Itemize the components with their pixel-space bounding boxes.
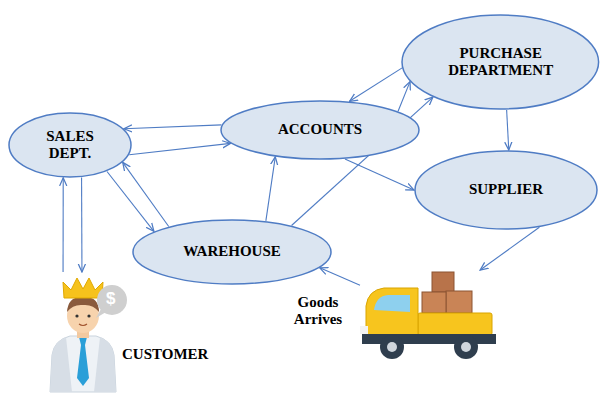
flow-arrow — [320, 268, 360, 285]
process-ellipse: ACCOUNTS — [220, 100, 420, 160]
flow-arrow — [345, 159, 414, 190]
node-label: PURCHASE DEPARTMENT — [436, 45, 566, 80]
flow-arrow — [62, 178, 63, 272]
node-label: SALES DEPT. — [34, 128, 106, 163]
flow-arrow — [129, 143, 230, 154]
dollar-sign: $ — [106, 289, 115, 309]
process-ellipse: SALES DEPT. — [8, 112, 132, 178]
node-label: SUPPLIER — [469, 181, 543, 198]
flow-arrow — [266, 157, 275, 221]
process-ellipse: PURCHASE DEPARTMENT — [401, 14, 600, 110]
ellipse-shape — [402, 15, 599, 109]
flow-arrow — [350, 68, 403, 101]
ellipse-shape — [9, 113, 131, 177]
ellipse-shape — [415, 151, 597, 229]
truck-illustration — [360, 272, 496, 359]
flow-arrow — [398, 82, 410, 112]
ellipse-shape — [133, 220, 331, 284]
ellipse-shape — [221, 101, 419, 159]
customer-figure — [50, 278, 127, 392]
flow-arrow — [507, 110, 509, 150]
flow-arrow — [480, 227, 539, 270]
node-label: Goods Arrives — [286, 294, 350, 329]
node-label: ACCOUNTS — [278, 121, 362, 138]
process-ellipse: SUPPLIER — [414, 150, 598, 230]
actor-figure: Goods Arrives — [360, 270, 495, 362]
flow-arrow — [81, 177, 82, 272]
flow-arrow — [124, 125, 222, 129]
node-label: WAREHOUSE — [183, 243, 281, 260]
process-ellipse: WAREHOUSE — [132, 219, 332, 285]
flow-arrow — [123, 162, 169, 226]
node-label: CUSTOMER — [122, 346, 232, 363]
flow-arrow — [107, 171, 154, 231]
